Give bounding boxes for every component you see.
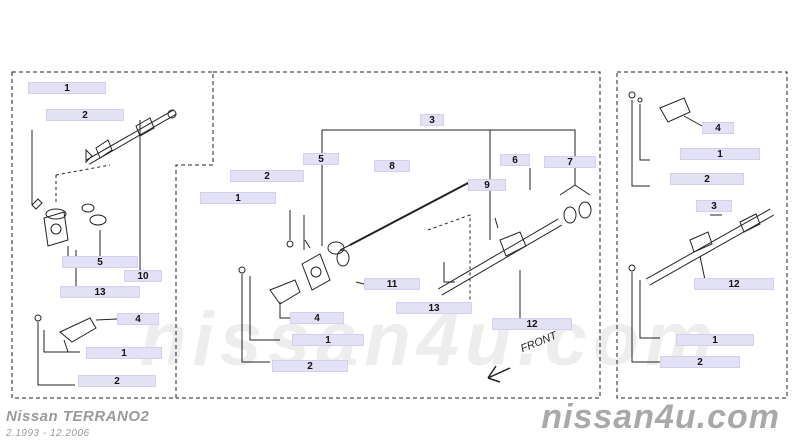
callout-1[interactable]: 1 [680,148,760,160]
callout-4[interactable]: 4 [117,313,159,325]
left-lock-parts [34,314,118,386]
center-flange [301,215,350,291]
vehicle-title: Nissan TERRANO2 [6,408,150,425]
callout-6[interactable]: 6 [500,154,530,166]
callout-2[interactable]: 2 [46,109,124,121]
callout-13[interactable]: 13 [396,302,472,314]
callout-3[interactable]: 3 [420,114,444,126]
callout-2[interactable]: 2 [272,360,348,372]
callout-9[interactable]: 9 [468,179,506,191]
callout-4[interactable]: 4 [290,312,344,324]
callout-1[interactable]: 1 [200,192,276,204]
watermark-footer: nissan4u.com [541,398,780,436]
callout-2[interactable]: 2 [230,170,304,182]
bracket-3 [322,129,576,185]
callout-3[interactable]: 3 [696,200,732,212]
center-shaft [339,181,471,251]
callout-11[interactable]: 11 [364,278,420,290]
right-column-assembly [646,208,774,286]
callout-1[interactable]: 1 [86,347,162,359]
callout-10[interactable]: 10 [124,270,162,282]
left-column-assembly [85,109,177,165]
callout-8[interactable]: 8 [374,160,410,172]
callout-1[interactable]: 1 [28,82,106,94]
callout-4[interactable]: 4 [702,122,734,134]
front-arrow [487,365,511,383]
callout-7[interactable]: 7 [544,156,596,168]
callout-5[interactable]: 5 [303,153,339,165]
right-lock-parts [628,91,703,187]
callout-13[interactable]: 13 [60,286,140,298]
center-panel-border [176,71,601,399]
left-flange-parts [31,130,111,247]
center-column-assembly [437,201,592,296]
callout-2[interactable]: 2 [670,173,744,185]
callout-12[interactable]: 12 [492,318,572,330]
date-range: 2.1993 - 12.2006 [6,428,90,439]
callout-2[interactable]: 2 [78,375,156,387]
right-panel-border [616,71,788,399]
callout-2[interactable]: 2 [660,356,740,368]
callout-1[interactable]: 1 [292,334,364,346]
left-panel-border [11,71,214,399]
callout-5[interactable]: 5 [62,256,138,268]
callout-1[interactable]: 1 [676,334,754,346]
center-lock-parts [238,210,365,363]
callout-12[interactable]: 12 [694,278,774,290]
